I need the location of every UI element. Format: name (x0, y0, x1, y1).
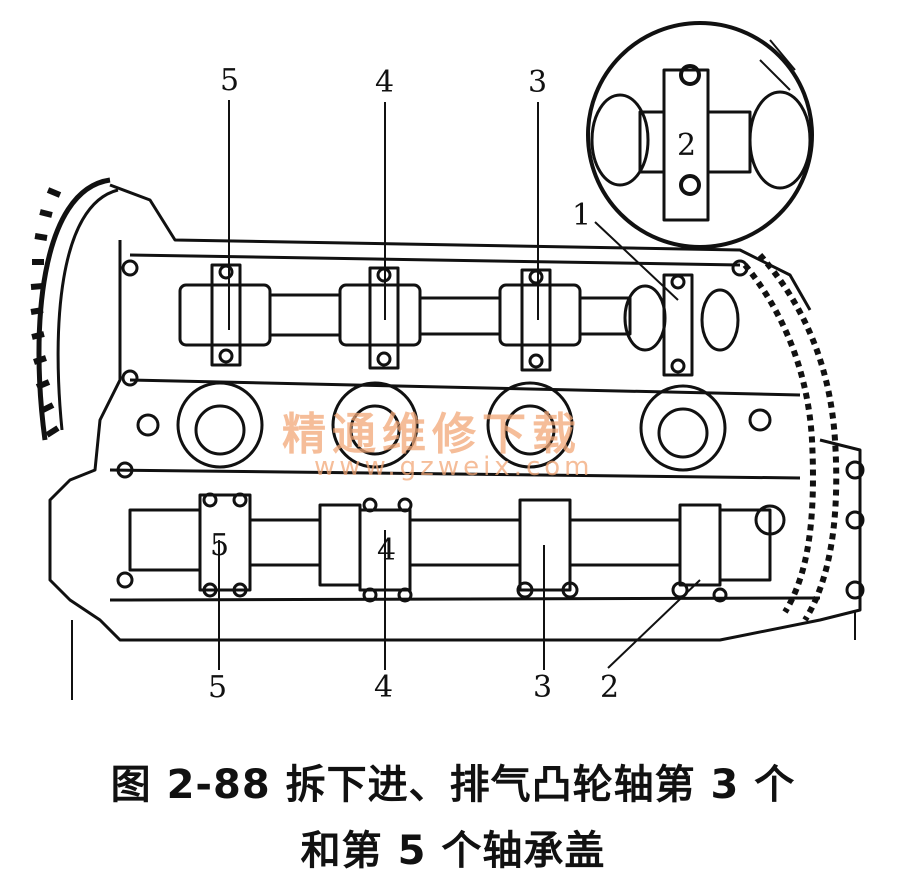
label-cap-5: 5 (210, 528, 229, 563)
label-top-5: 5 (220, 63, 239, 98)
label-bottom-3: 3 (533, 670, 552, 705)
label-top-4: 4 (375, 65, 394, 100)
label-pointer-1: 1 (572, 198, 591, 233)
watermark-chinese: 精通维修下载 (282, 409, 582, 460)
inset-detail-circle (586, 21, 814, 249)
label-inset-2: 2 (677, 128, 696, 163)
leader-lines (218, 100, 701, 670)
cylinder-head-outline (48, 183, 862, 700)
label-cap-4: 4 (377, 533, 396, 568)
label-top-3: 3 (528, 65, 547, 100)
timing-chain (742, 253, 840, 622)
figure-caption-line2: 和第 5 个轴承盖 (300, 828, 606, 874)
label-bottom-4: 4 (374, 670, 393, 705)
upper-bearing-caps (210, 263, 694, 377)
label-bottom-2: 2 (600, 670, 619, 705)
lower-bearing-cap-bolts (202, 492, 728, 603)
cylinder-bores (176, 381, 727, 472)
cam-sprocket-left (30, 177, 119, 441)
watermark-url: www.gzweix.com (314, 452, 594, 482)
figure-caption-line1: 图 2-88 拆下进、排气凸轮轴第 3 个 (110, 762, 796, 808)
upper-camshaft (178, 283, 740, 352)
label-bottom-5: 5 (208, 670, 227, 705)
